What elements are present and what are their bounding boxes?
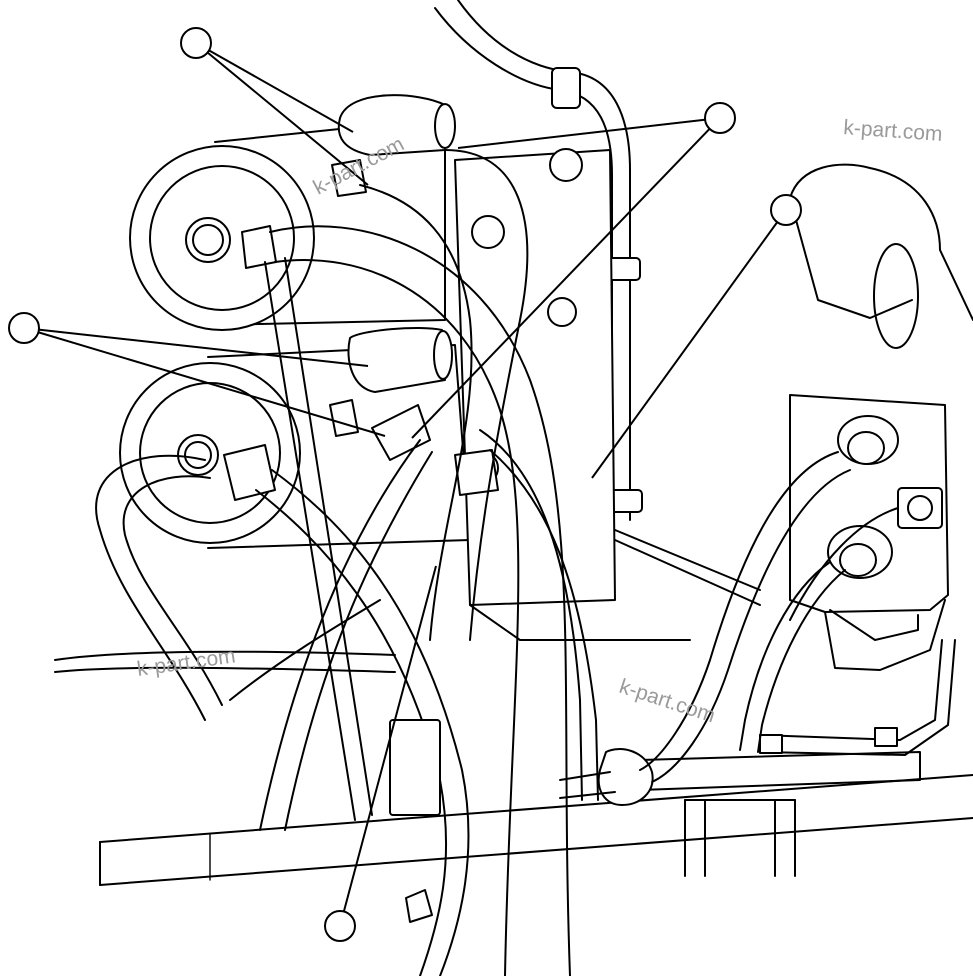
hose-bracket (389, 719, 441, 816)
watermark-text: k-part.com (843, 116, 944, 146)
hose-fittings (223, 94, 654, 923)
callout-1 (180, 27, 212, 59)
callout-4 (8, 312, 40, 344)
callout-5 (324, 910, 356, 942)
callout-3 (770, 194, 802, 226)
watermark-text: k-part.com (135, 644, 236, 681)
tube-clamp (551, 67, 581, 109)
valve-block (454, 148, 761, 641)
leader-lines (23, 42, 787, 927)
callout-2 (704, 102, 736, 134)
right-mounting-plate (759, 163, 973, 756)
frame-rails (99, 751, 973, 886)
callouts (8, 27, 802, 942)
